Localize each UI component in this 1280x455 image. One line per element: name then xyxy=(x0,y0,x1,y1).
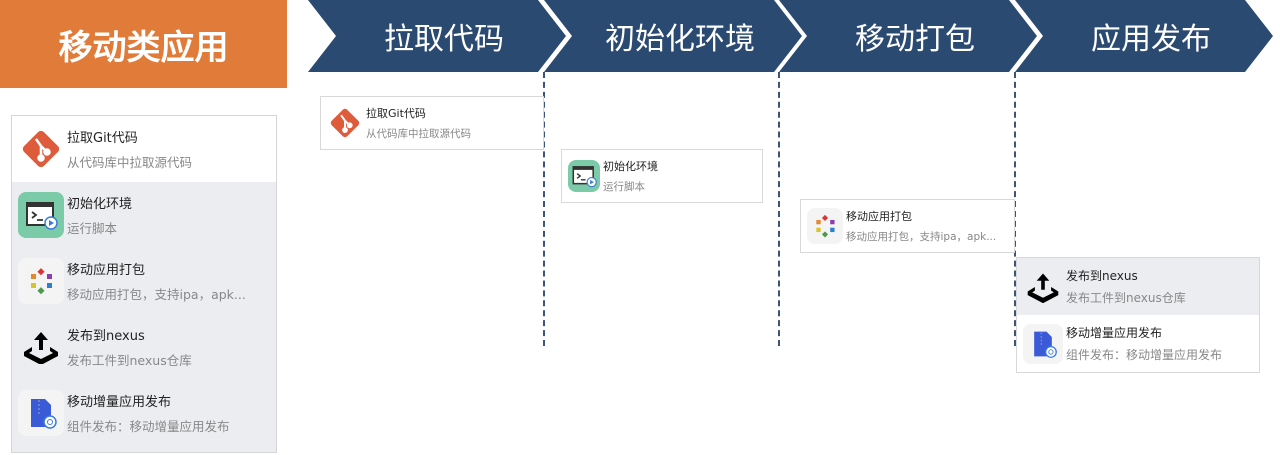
stage-card-release: 发布到nexus 发布工件到nexus仓库 移动增量应用发布组件发布：移动增量应用… xyxy=(1016,257,1260,373)
stage-mobile-package: 移动打包 xyxy=(779,0,1037,72)
plugin-desc: 运行脚本 xyxy=(67,221,118,236)
plugin-item-incremental-release[interactable]: 移动增量应用发布组件发布：移动增量应用发布 xyxy=(12,380,276,446)
card-item-incremental-release[interactable]: 移动增量应用发布组件发布：移动增量应用发布 xyxy=(1017,315,1259,372)
stage-divider xyxy=(1014,72,1016,346)
plugin-title: 拉取Git代码 xyxy=(67,131,138,146)
upload-icon xyxy=(18,324,64,370)
git-icon xyxy=(18,126,64,172)
plugin-item-init-env[interactable]: 初始化环境运行脚本 xyxy=(12,182,276,248)
plugin-desc: 从代码库中拉取源代码 xyxy=(67,155,193,170)
plugin-list: 拉取Git代码从代码库中拉取源代码 初始化环境运行脚本 移动应用打包移动应用打包… xyxy=(11,115,277,453)
card-item: 初始化环境运行脚本 xyxy=(562,150,762,202)
plugin-desc: 发布工件到nexus仓库 xyxy=(1066,291,1186,305)
card-item-nexus[interactable]: 发布到nexus 发布工件到nexus仓库 xyxy=(1017,258,1259,315)
package-icon xyxy=(18,258,64,304)
stage-divider xyxy=(778,72,780,346)
plugin-title: 初始化环境 xyxy=(603,160,658,173)
plugin-desc: 发布工件到nexus仓库 xyxy=(67,353,192,368)
plugin-item-git[interactable]: 拉取Git代码从代码库中拉取源代码 xyxy=(12,116,276,182)
plugin-desc: 组件发布：移动增量应用发布 xyxy=(1066,348,1223,362)
plugin-desc: 从代码库中拉取源代码 xyxy=(366,128,471,140)
stage-card-git[interactable]: 拉取Git代码从代码库中拉取源代码 xyxy=(320,96,544,150)
plugin-desc: 移动应用打包，支持ipa，apk... xyxy=(846,231,997,243)
plugin-desc: 运行脚本 xyxy=(603,181,645,193)
stage-divider xyxy=(543,72,545,346)
plugin-desc: 组件发布：移动增量应用发布 xyxy=(67,419,230,434)
terminal-icon xyxy=(18,192,64,238)
stage-card-mobile-package[interactable]: 移动应用打包移动应用打包，支持ipa，apk... xyxy=(800,199,1015,253)
stage-release: 应用发布 xyxy=(1015,0,1273,72)
plugin-item-mobile-package[interactable]: 移动应用打包移动应用打包，支持ipa，apk... xyxy=(12,248,276,314)
card-item: 移动应用打包移动应用打包，支持ipa，apk... xyxy=(801,200,1014,252)
stage-init-env: 初始化环境 xyxy=(544,0,802,72)
category-header: 移动类应用 xyxy=(0,0,287,88)
stage-bar: 拉取代码 初始化环境 移动打包 应用发布 xyxy=(308,0,1280,72)
plugin-title: 拉取Git代码 xyxy=(366,107,426,120)
plugin-title: 移动增量应用发布 xyxy=(67,395,172,410)
plugin-title: 移动应用打包 xyxy=(67,263,146,278)
upload-icon xyxy=(1023,267,1063,307)
plugin-title: 移动增量应用发布 xyxy=(1066,326,1163,340)
zip-icon xyxy=(18,390,64,436)
plugin-item-nexus[interactable]: 发布到nexus 发布工件到nexus仓库 xyxy=(12,314,276,380)
plugin-desc: 移动应用打包，支持ipa，apk... xyxy=(67,287,246,302)
plugin-title: 移动应用打包 xyxy=(846,210,912,223)
card-item: 拉取Git代码从代码库中拉取源代码 xyxy=(321,97,543,149)
plugin-title: 发布到nexus xyxy=(67,329,145,344)
zip-icon xyxy=(1023,323,1063,364)
plugin-title: 发布到nexus xyxy=(1066,269,1138,283)
stage-pull-code: 拉取代码 xyxy=(308,0,566,72)
plugin-title: 初始化环境 xyxy=(67,197,133,212)
terminal-icon xyxy=(568,160,600,192)
package-icon xyxy=(807,208,843,244)
stage-card-init-env[interactable]: 初始化环境运行脚本 xyxy=(561,149,763,203)
git-icon xyxy=(327,105,363,141)
